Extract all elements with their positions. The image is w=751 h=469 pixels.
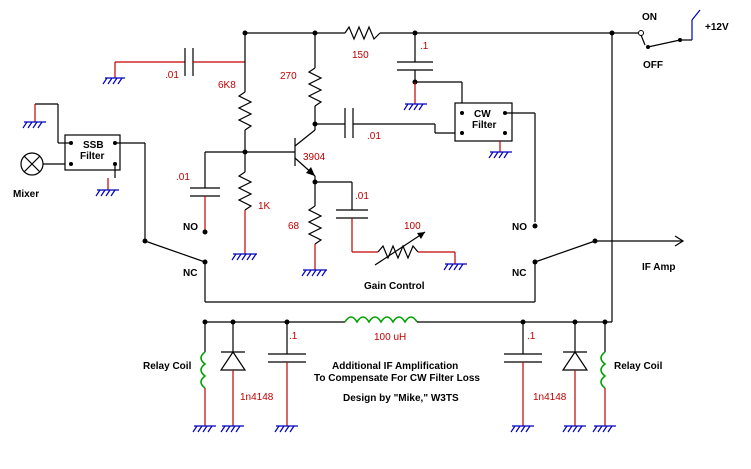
label-c-base: .01 [176,172,190,183]
label-relay-right: Relay Coil [614,361,663,372]
relay-switch-right [532,223,685,302]
diode-right [561,322,589,433]
label-diode-left: 1n4148 [240,392,274,403]
top-rail [242,30,638,322]
label-c-collector: .01 [367,131,381,142]
label-on: ON [642,12,657,23]
label-c-right: .1 [527,331,536,342]
collector-capacitor [315,108,462,138]
cw-filter [454,102,536,222]
resistor-68 [301,182,327,277]
resistor-6k8 [237,33,253,155]
label-no-left: NO [183,222,198,233]
relay-coil-right [592,322,616,433]
label-c-emit: .01 [355,191,369,202]
label-off: OFF [643,60,663,71]
label-diode-right: 1n4148 [533,392,567,403]
ssb-filter [22,103,146,240]
relay-supply-line [202,316,612,325]
label-r100: 100 [404,221,421,232]
relay-switch-left [142,238,535,303]
label-r68: 68 [288,221,300,232]
label-ssb-filter-1: SSB [83,140,104,151]
label-c-left: .1 [289,331,298,342]
label-c-top: .1 [420,41,429,52]
ground-symbol [102,77,125,85]
label-c-in: .01 [165,70,179,81]
credit-line: Design by "Mike," W3TS [343,393,459,404]
label-nc-left: NC [183,268,197,279]
label-r1k: 1K [258,201,271,212]
label-nc-right: NC [512,268,526,279]
label-gain-control: Gain Control [364,281,425,292]
power-switch [638,9,701,49]
label-r6k8: 6K8 [218,80,236,91]
transistor-3904 [294,129,316,177]
capacitor-right [504,322,542,433]
diode-left [219,322,247,433]
label-ssb-filter-2: Filter [80,151,105,162]
label-cw-filter-1: CW [474,109,491,120]
resistor-1k [231,152,257,261]
note-line-1: Additional IF Amplification [332,361,458,372]
label-no-right: NO [512,222,527,233]
label-mixer: Mixer [13,189,39,200]
resistor-270 [307,30,323,130]
label-relay-left: Relay Coil [143,361,192,372]
label-transistor: 3904 [303,152,326,163]
emitter-network [312,176,467,271]
label-r270: 270 [280,71,297,82]
input-capacitor [114,48,245,78]
base-capacitor [190,152,220,235]
relay-coil-left [192,322,216,433]
label-if-amp: IF Amp [642,262,676,273]
label-r150: 150 [352,50,369,61]
bypass-capacitor-top [397,33,463,113]
mixer-symbol [20,152,71,176]
resistor-150 [344,25,381,41]
label-inductor: 100 uH [374,332,406,343]
note-line-2: To Compensate For CW Filter Loss [314,373,480,384]
capacitor-left [268,322,306,433]
label-plus12v: +12V [705,22,729,33]
label-cw-filter-2: Filter [472,120,497,131]
